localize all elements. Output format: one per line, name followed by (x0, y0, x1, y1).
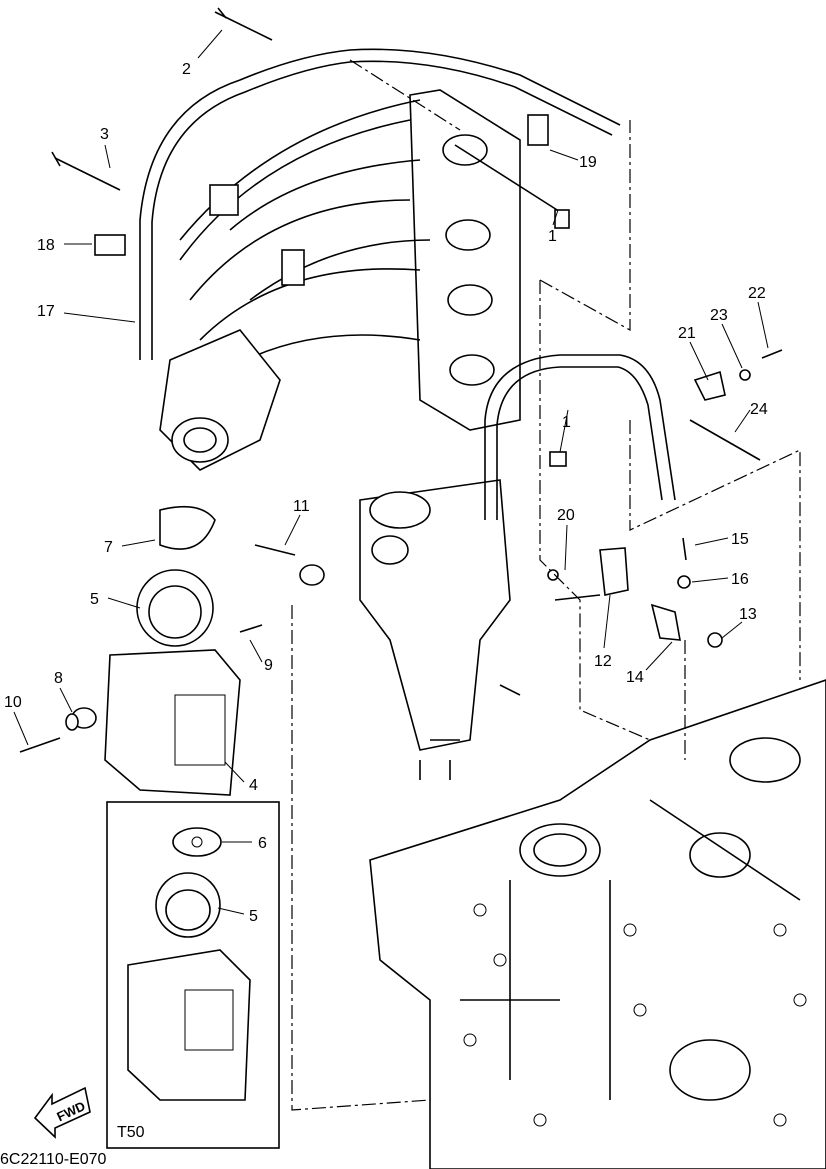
label-5: 5 (249, 908, 258, 925)
vapor-separator (359, 479, 511, 780)
inset-box (106, 801, 280, 1149)
label-21: 21 (678, 325, 696, 342)
label-5: 5 (90, 591, 99, 608)
label-17: 17 (37, 303, 55, 320)
label-19: 19 (579, 154, 597, 171)
label-10: 10 (4, 694, 22, 711)
drawing-code: 6C22110-E070 (0, 1151, 107, 1168)
label-9: 9 (264, 657, 273, 674)
fwd-arrow-icon: FWD (33, 1086, 91, 1139)
label-12: 12 (594, 653, 612, 670)
label-13: 13 (739, 606, 757, 623)
label-18: 18 (37, 237, 55, 254)
label-6: 6 (258, 835, 267, 852)
hose (139, 48, 621, 360)
fuel-hose (484, 354, 676, 520)
label-1: 1 (562, 414, 571, 431)
label-23: 23 (710, 307, 728, 324)
label-15: 15 (731, 531, 749, 548)
inset-parts (127, 827, 251, 1101)
label-20: 20 (557, 507, 575, 524)
leader-lines (13, 29, 769, 915)
hose-edge (151, 60, 613, 360)
label-16: 16 (731, 571, 749, 588)
inset-label: T50 (117, 1124, 145, 1141)
label-22: 22 (748, 285, 766, 302)
label-7: 7 (104, 539, 113, 556)
cylinder-block (369, 679, 826, 1169)
label-1: 1 (548, 228, 557, 245)
part-labels: 1 1 2 3 4 5 5 6 7 8 9 10 11 12 13 14 15 … (4, 61, 768, 925)
intake-manifold (159, 89, 521, 471)
label-11: 11 (293, 498, 310, 515)
label-2: 2 (182, 61, 191, 78)
small-parts (19, 7, 783, 796)
reference-lines (291, 59, 801, 1111)
label-3: 3 (100, 126, 109, 143)
label-4: 4 (249, 777, 258, 794)
label-8: 8 (54, 670, 63, 687)
label-14: 14 (626, 669, 644, 686)
label-24: 24 (750, 401, 768, 418)
